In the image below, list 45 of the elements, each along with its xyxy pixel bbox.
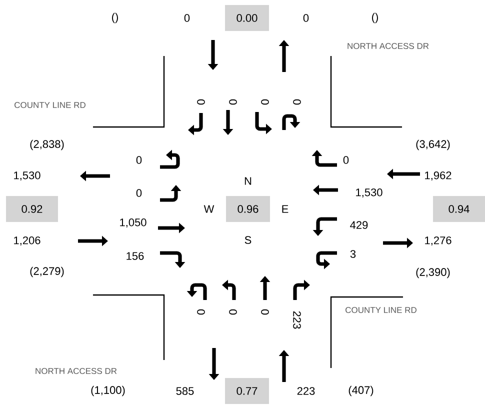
volume-label: 223 [297,387,315,395]
volume-label: (2,838) [30,140,64,150]
volume-label: (3,642) [416,140,450,150]
volume-label: (407) [348,386,374,396]
volume-label: 0 [229,99,237,105]
volume-label: 0 [136,156,142,164]
volume-label: 0 [261,99,269,105]
street-name: NORTH ACCESS DR [348,43,429,49]
volume-label: 0 [184,14,190,22]
volume-label: E [282,205,288,213]
volume-label: 0 [293,99,301,105]
street-name: NORTH ACCESS DR [36,368,117,374]
street-name: COUNTY LINE RD [346,307,416,313]
volume-label: 585 [176,387,194,395]
volume-label: 1,276 [425,236,452,246]
volume-label: 0 [261,309,269,315]
volume-label: 1,962 [425,171,452,181]
volume-label: S [244,236,252,244]
volume-label: 0 [229,309,237,315]
volume-label: () [372,12,378,24]
volume-label: 0 [197,309,205,315]
volume-label: 0 [136,189,142,197]
volume-label: 429 [350,221,368,229]
volume-label: 0 [303,14,309,22]
volume-label: 156 [126,252,144,260]
volume-label: (1,100) [91,386,125,396]
ratio-box: 0.94 [433,196,485,222]
volume-label: 0 [197,99,205,105]
volume-label: 1,530 [14,171,40,181]
volume-label: 1,050 [120,218,146,228]
volume-label: N [244,177,252,185]
volume-label: 3 [350,250,356,258]
street-name: COUNTY LINE RD [14,102,86,108]
volume-label: () [112,12,118,24]
ratio-box: 0.92 [6,196,58,222]
volume-label: (2,390) [416,268,450,278]
volume-label: 223 [293,311,301,329]
ratio-box: 0.00 [225,5,269,31]
ratio-box: 0.77 [225,378,269,404]
ratio-box: 0.96 [226,196,270,222]
volume-label: 0 [343,156,349,164]
volume-label: W [204,205,214,213]
volume-label: 1,206 [14,236,40,246]
volume-label: (2,279) [30,266,64,278]
volume-label: 1,530 [356,188,382,198]
